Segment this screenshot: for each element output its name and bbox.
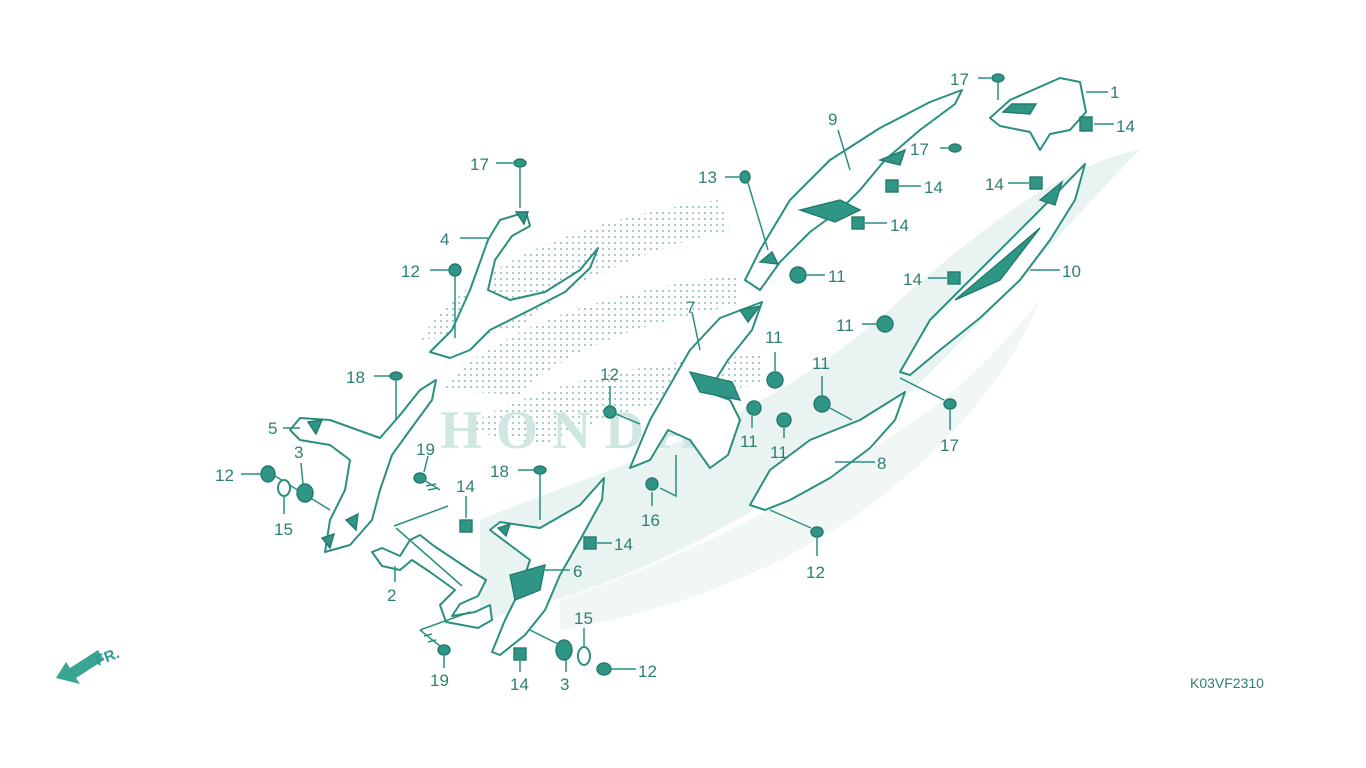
- callout-11-b: 11: [836, 316, 854, 335]
- clip-14-icon: [513, 647, 527, 661]
- part-4-front-inner-cover: [429, 211, 599, 359]
- screw-17-icon: [496, 158, 527, 208]
- callout-14-f: 14: [456, 477, 475, 496]
- clip-14-icon: [851, 216, 865, 230]
- callout-14-c: 14: [890, 216, 909, 235]
- collar-3-icon: [296, 483, 314, 503]
- grommet-11-icon: [789, 266, 807, 284]
- screw-17-icon: [948, 143, 962, 153]
- screw-17-icon: [943, 398, 957, 410]
- part-7-center-cover: [629, 301, 763, 469]
- callout-6: 6: [573, 562, 582, 581]
- callout-18-b: 18: [490, 462, 509, 481]
- callout-10: 10: [1062, 262, 1081, 281]
- part-2-stay-bracket: [371, 505, 493, 631]
- grommet-11-icon: [776, 412, 792, 428]
- callout-17-b: 17: [910, 140, 929, 159]
- callout-13: 13: [698, 168, 717, 187]
- callout-3-a: 3: [294, 443, 303, 462]
- callout-18-a: 18: [346, 368, 365, 387]
- callout-15-b: 15: [574, 609, 593, 628]
- callout-14-a: 14: [1116, 117, 1135, 136]
- bolt-19-icon: [413, 455, 441, 491]
- callout-17-a: 17: [950, 70, 969, 89]
- pin-13-icon: [725, 170, 769, 251]
- callout-19-a: 19: [416, 440, 435, 459]
- clip-14-icon: [885, 179, 899, 193]
- callout-19-b: 19: [430, 671, 449, 690]
- washer-15-icon: [577, 646, 591, 666]
- clip-14-icon: [947, 271, 961, 285]
- callout-12-b: 12: [806, 563, 825, 582]
- part-5-front-side-cover: [283, 379, 437, 553]
- part-10-side-cover-right: [899, 163, 1086, 376]
- callout-12-c: 12: [401, 262, 420, 281]
- callout-12-a: 12: [600, 365, 619, 384]
- callout-8: 8: [877, 454, 886, 473]
- callout-17-d: 17: [470, 155, 489, 174]
- grommet-11-icon: [813, 395, 831, 413]
- callout-14-g: 14: [614, 535, 633, 554]
- callout-17-c: 17: [940, 436, 959, 455]
- callout-3-b: 3: [560, 675, 569, 694]
- callout-11-a: 11: [828, 267, 846, 286]
- part-9-side-cover-upper: [744, 89, 963, 291]
- bolt-12-icon: [769, 509, 824, 556]
- screw-18-icon: [374, 371, 403, 420]
- callout-7: 7: [686, 298, 695, 317]
- clip-14-icon: [583, 536, 597, 550]
- screw-17-icon: [978, 73, 1005, 100]
- clip-14-icon: [459, 519, 473, 533]
- callout-14-h: 14: [510, 675, 529, 694]
- callout-12-d: 12: [215, 466, 234, 485]
- callout-5: 5: [268, 419, 277, 438]
- collar-3-icon: [555, 639, 573, 661]
- callout-14-e: 14: [903, 270, 922, 289]
- bolt-12-icon: [596, 662, 636, 676]
- callout-2: 2: [387, 586, 396, 605]
- screw-18-icon: [518, 465, 547, 520]
- part-1-rear-top-cover: [989, 77, 1108, 151]
- grommet-11-icon: [746, 400, 762, 416]
- callout-14-d: 14: [985, 175, 1004, 194]
- callout-9: 9: [828, 110, 837, 129]
- grommet-11-icon: [766, 371, 784, 389]
- callout-16: 16: [641, 511, 660, 530]
- front-direction-arrow: FR.: [56, 645, 122, 684]
- part-6-lower-front-cover: [489, 477, 605, 656]
- bolt-12-icon: [430, 263, 462, 338]
- clip-14-icon: [1079, 116, 1093, 132]
- bolt-19-icon: [419, 629, 451, 668]
- clip-14-icon: [1029, 176, 1043, 190]
- callout-11-f: 11: [812, 354, 830, 373]
- bolt-12-icon: [603, 386, 641, 425]
- callout-11-e: 11: [770, 443, 788, 462]
- part-8-lower-cover: [749, 391, 906, 511]
- washer-15-icon: [277, 479, 291, 497]
- callout-4: 4: [440, 230, 449, 249]
- diagram-code: K03VF2310: [1190, 675, 1264, 691]
- front-arrow-label: FR.: [93, 645, 122, 670]
- nut-16-icon: [645, 455, 677, 506]
- callout-11-d: 11: [740, 432, 758, 451]
- grommet-11-icon: [876, 315, 894, 333]
- callout-11-c: 11: [765, 328, 783, 347]
- callout-14-b: 14: [924, 178, 943, 197]
- callout-15-a: 15: [274, 520, 293, 539]
- callout-12-e: 12: [638, 662, 657, 681]
- callout-1: 1: [1110, 83, 1119, 102]
